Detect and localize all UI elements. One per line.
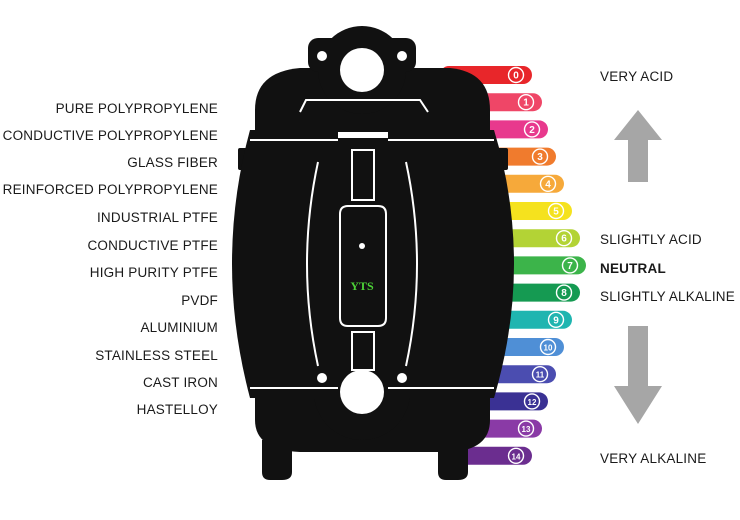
diaphragm-pump-icon — [232, 26, 514, 480]
ph-value-label: 11 — [536, 371, 545, 380]
ph-value-label: 10 — [544, 344, 553, 353]
very-acid-label: VERY ACID — [600, 69, 674, 84]
ph-value-badge — [547, 311, 565, 328]
ph-value-label: 1 — [523, 98, 529, 109]
ph-value-label: 0 — [513, 71, 519, 82]
ph-value-label: 4 — [545, 179, 551, 190]
ph-value-label: 3 — [537, 152, 543, 163]
material-label: PURE POLYPROPYLENE — [55, 101, 218, 116]
ph-value-label: 6 — [561, 234, 567, 245]
material-label: GLASS FIBER — [127, 155, 218, 170]
material-label: STAINLESS STEEL — [95, 348, 218, 363]
ph-value-badge — [517, 93, 535, 111]
material-label: INDUSTRIAL PTFE — [96, 210, 218, 225]
ph-value-badge — [531, 366, 549, 383]
ph-value-label: 13 — [522, 425, 531, 434]
ph-value-badge — [523, 121, 541, 138]
material-label: REINFORCED POLYPROPYLENE — [2, 182, 218, 197]
ph-value-label: 5 — [553, 207, 559, 218]
up-arrow-icon — [614, 110, 662, 182]
slightly-acid-label: SLIGHTLY ACID — [600, 232, 702, 247]
ph-value-badge — [507, 66, 525, 84]
material-label: HASTELLOY — [136, 402, 218, 417]
ph-value-label: 14 — [512, 452, 521, 461]
ph-value-label: 9 — [553, 315, 559, 326]
ph-value-badge — [523, 393, 541, 410]
material-label: PVDF — [181, 293, 218, 308]
ph-value-label: 8 — [561, 288, 567, 299]
ph-value-badge — [555, 229, 573, 247]
down-arrow-icon — [614, 326, 662, 424]
slightly-alkaline-label: SLIGHTLY ALKALINE — [600, 289, 735, 304]
ph-value-badge — [507, 447, 525, 464]
very-alkaline-label: VERY ALKALINE — [600, 451, 707, 466]
ph-value-badge — [555, 284, 573, 301]
material-label: HIGH PURITY PTFE — [89, 265, 218, 280]
material-label: CAST IRON — [142, 375, 218, 390]
ph-value-badge — [539, 175, 557, 193]
material-label: ALUMINIUM — [140, 320, 218, 335]
ph-value-badge — [531, 148, 549, 165]
ph-value-label: 2 — [529, 125, 535, 136]
ph-value-badge — [561, 257, 579, 274]
ph-value-label: 7 — [567, 261, 573, 272]
ph-value-badge — [517, 420, 535, 437]
material-label: CONDUCTIVE POLYPROPYLENE — [2, 128, 218, 143]
ph-value-label: 12 — [528, 398, 537, 407]
ph-value-badge — [539, 338, 557, 356]
pump-outline-details — [250, 48, 494, 414]
neutral-label: NEUTRAL — [600, 261, 666, 276]
ph-value-badge — [547, 202, 565, 220]
material-label: CONDUCTIVE PTFE — [87, 238, 218, 253]
yts-logo: YTS — [350, 279, 374, 293]
